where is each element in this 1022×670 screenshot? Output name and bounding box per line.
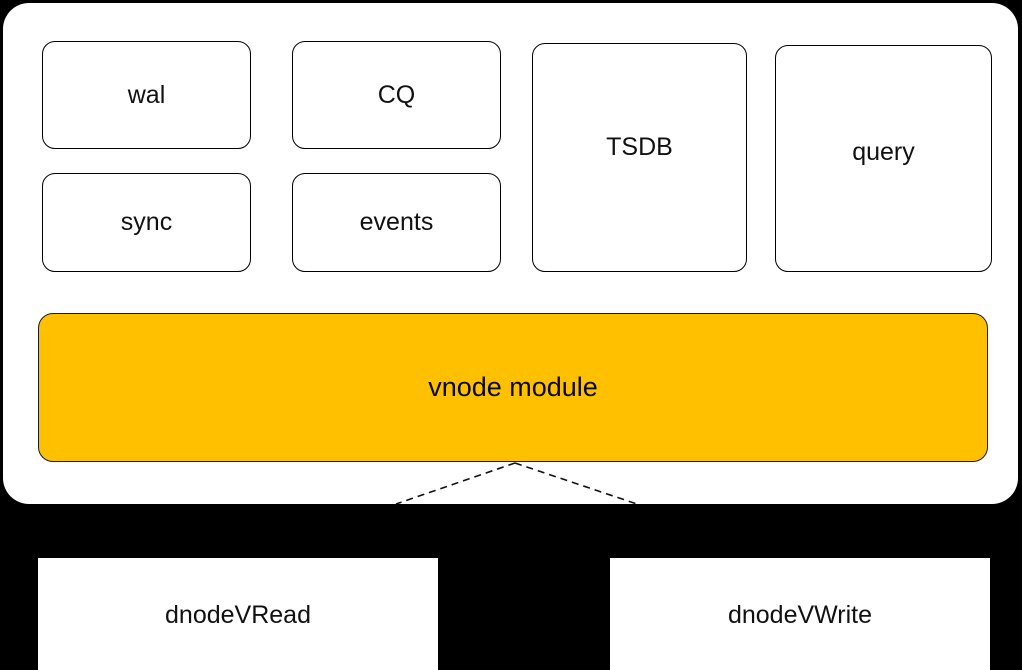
module-box-sync[interactable]: sync [42,173,251,272]
module-box-wal[interactable]: wal [42,41,251,149]
module-label-events: events [359,208,434,236]
module-box-query[interactable]: query [775,45,992,272]
dnode-label-vwrite: dnodeVWrite [727,600,873,629]
dnode-box-vread[interactable]: dnodeVRead [38,558,438,670]
vnode-module-bar[interactable]: vnode module [38,313,988,462]
module-label-sync: sync [120,208,173,236]
module-label-cq: CQ [377,80,416,109]
module-label-wal: wal [127,80,166,109]
dnode-label-vread: dnodeVRead [165,600,311,629]
module-box-events[interactable]: events [292,173,501,272]
vnode-module-label: vnode module [428,372,598,402]
module-box-cq[interactable]: CQ [292,41,501,149]
dnode-box-vwrite[interactable]: dnodeVWrite [610,558,990,670]
module-label-tsdb: TSDB [606,133,673,161]
module-box-tsdb[interactable]: TSDB [532,43,747,272]
module-label-query: query [852,138,915,166]
